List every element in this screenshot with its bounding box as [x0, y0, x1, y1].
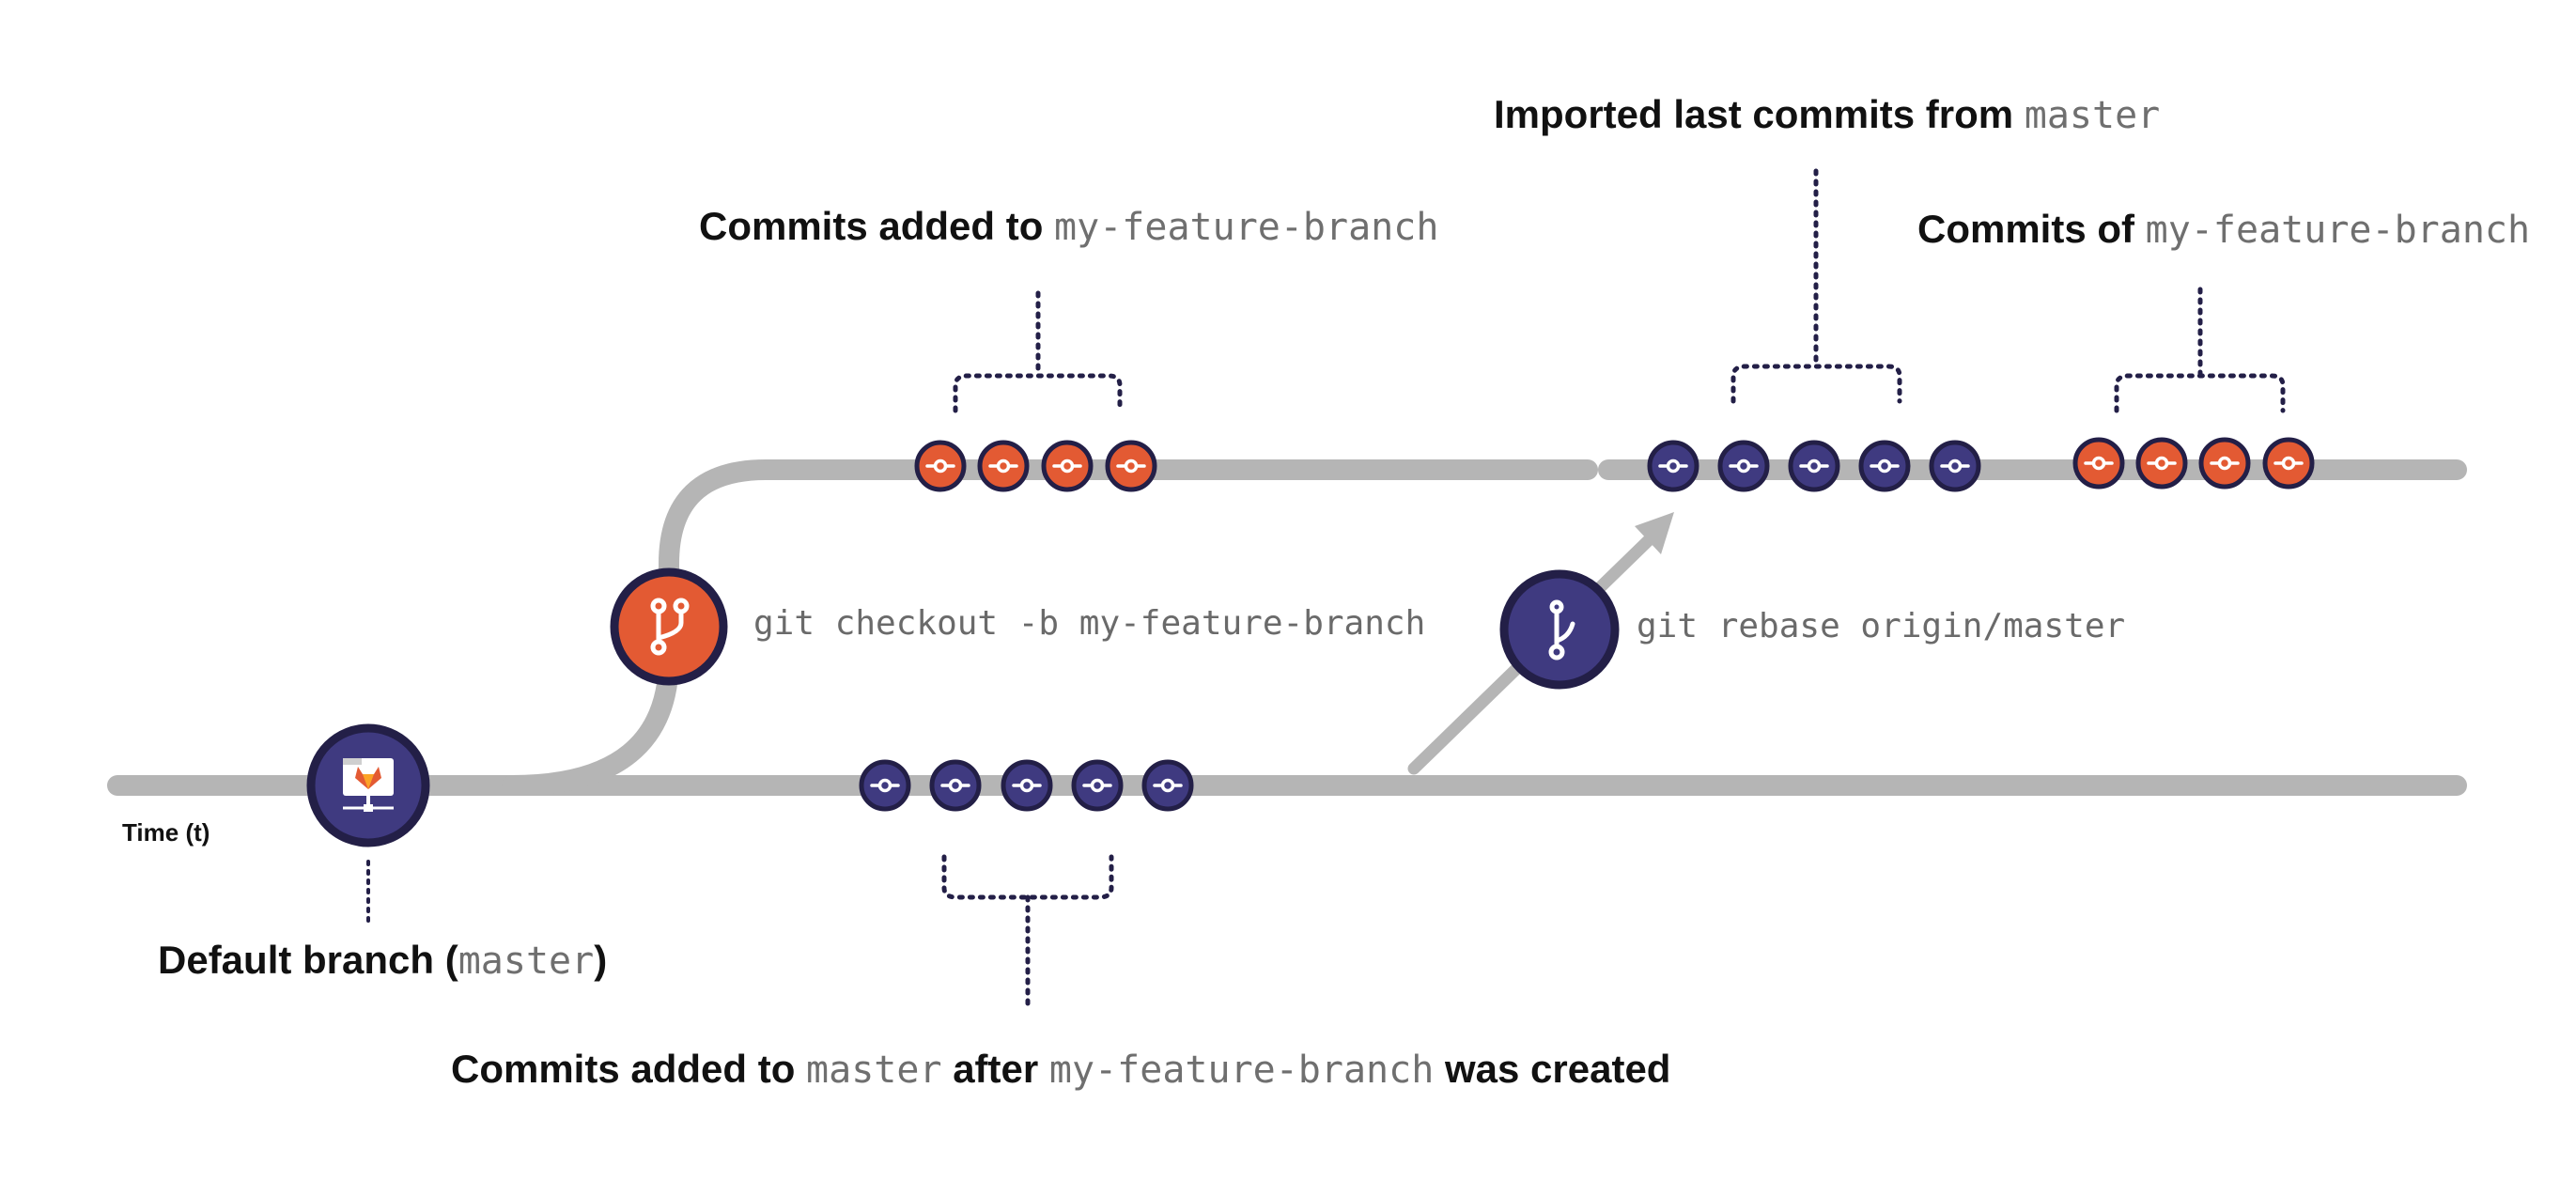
commit-dot [1105, 440, 1157, 492]
commit-dot [1788, 440, 1840, 492]
commit-dot [2072, 437, 2125, 489]
commit-dot [2135, 437, 2188, 489]
commit-dot [1929, 440, 1981, 492]
commit-dot [914, 440, 967, 492]
commit-group-rebased-master [1647, 440, 1981, 492]
commit-dot [1071, 759, 1124, 812]
commit-dot [859, 759, 911, 812]
commit-dot [1647, 440, 1699, 492]
checkout-command: git checkout -b my-feature-branch [753, 604, 1425, 643]
label-imported-commits: Imported last commits from master [1475, 92, 2171, 137]
gitlab-server-icon [343, 758, 394, 812]
branch-fork-icon [650, 598, 690, 656]
commit-dot [977, 440, 1030, 492]
bracket-master-new [941, 854, 1114, 1013]
bracket-feature-initial [953, 290, 1123, 413]
bracket-rebased-feature [2114, 287, 2286, 413]
commit-dot [2262, 437, 2315, 489]
label-commits-of-feature: Commits of my-feature-branch [1899, 207, 2541, 252]
commit-group-rebased-feature [2072, 437, 2315, 489]
checkout-node [610, 567, 728, 686]
rebase-command: git rebase origin/master [1637, 607, 2125, 645]
commit-dot [1141, 759, 1194, 812]
commit-dot [2198, 437, 2251, 489]
label-commits-added-feature: Commits added to my-feature-branch [680, 204, 1450, 249]
commit-dot [1001, 759, 1053, 812]
bracket-rebased-master [1730, 168, 1902, 404]
commit-dot [929, 759, 982, 812]
rebase-arrow-head [1635, 512, 1674, 554]
label-commits-added-master: Commits added to master after my-feature… [432, 1047, 1682, 1092]
label-default-branch: Default branch (master) [139, 938, 618, 983]
commit-dot [1041, 440, 1094, 492]
rebase-node [1499, 569, 1620, 690]
commit-group-feature-initial [914, 440, 1157, 492]
rebase-icon [1548, 599, 1575, 660]
commit-dot [1717, 440, 1770, 492]
commit-dot [1858, 440, 1911, 492]
commit-group-master-new [859, 759, 1194, 812]
default-branch-node [306, 723, 430, 847]
time-label: Time (t) [122, 818, 209, 847]
